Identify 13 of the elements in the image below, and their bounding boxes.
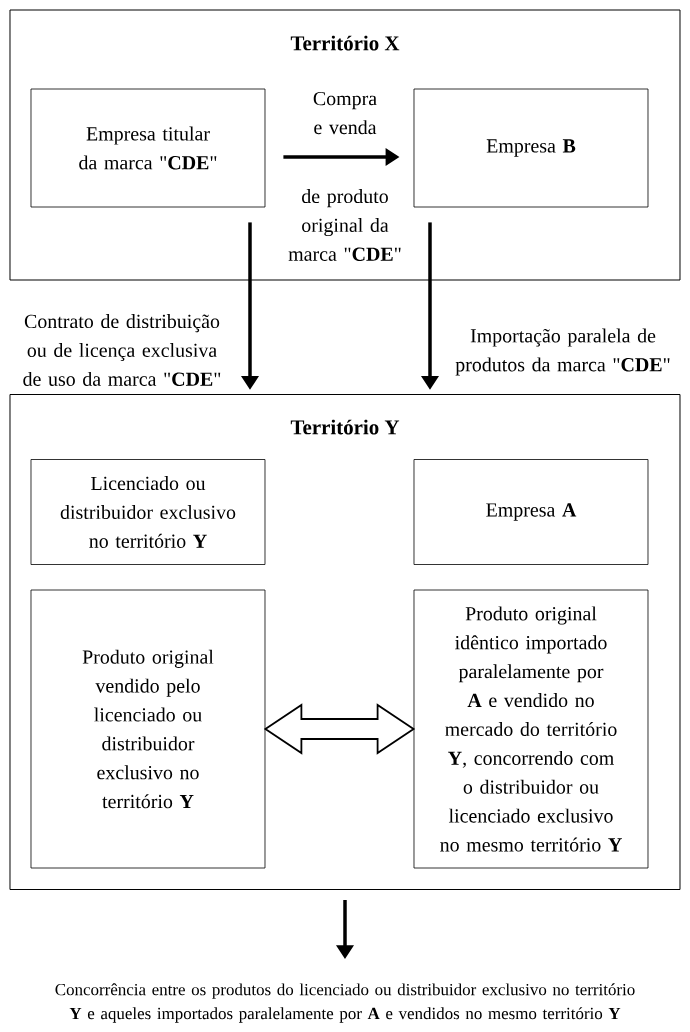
text-box: Produto original idêntico importado paralelamente por A e vendido no mercado do território Y, concorrendo com o distribuidor ou licenciado exclusivo no mesmo território Y — [413, 589, 649, 869]
text-box: Empresa B — [413, 88, 649, 208]
arrow-note: de produto original da marca "CDE" — [288, 189, 401, 261]
edge-label: Contrato de distribuição ou de licença exclusiva de uso da marca "CDE" — [23, 314, 221, 386]
territory-title: Território Y — [290, 419, 400, 435]
edge-label: Importação paralela de produtos da marca "CDE" — [455, 328, 670, 376]
territory-title: Território X — [290, 35, 400, 51]
text-box: Produto original vendido pelo licenciado ou distribuidor exclusivo no território Y — [30, 589, 266, 869]
text-box: Licenciado ou distribuidor exclusivo no território Y — [30, 459, 266, 565]
conclusion-text: Concorrência entre os produtos do licenciado ou distribuidor exclusivo no território Y e aqueles importados paralelamente por A e vendidos no mesmo território Y — [55, 983, 635, 1023]
text-box: Empresa A — [413, 459, 649, 565]
text-box: Empresa titular da marca "CDE" — [30, 88, 266, 208]
edge-label: Compra e venda — [313, 91, 377, 135]
